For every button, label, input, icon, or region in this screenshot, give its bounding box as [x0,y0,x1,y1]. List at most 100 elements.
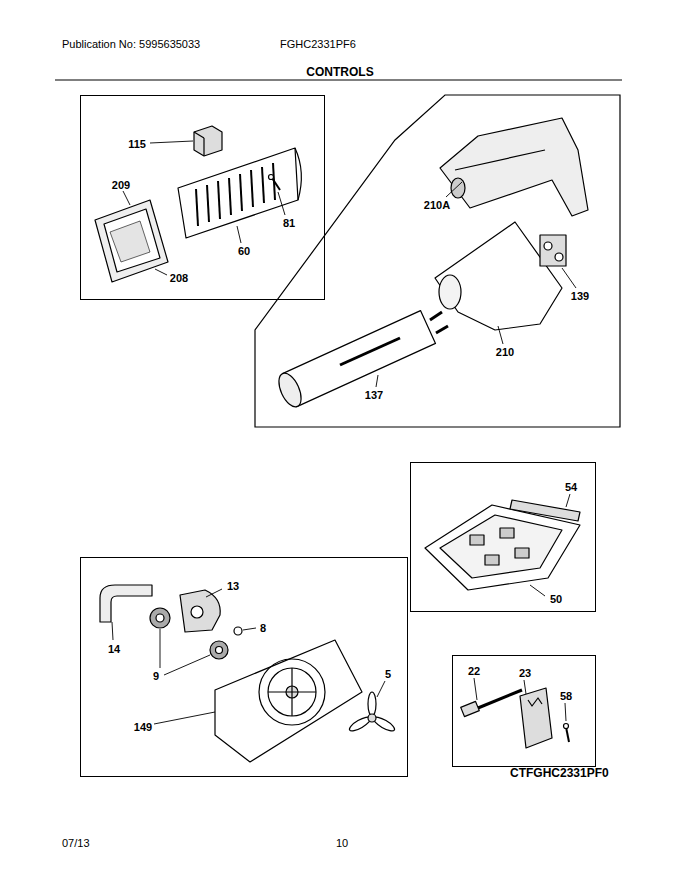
sensor-wire [478,690,522,708]
callout-number: 210 [495,346,515,359]
callout-number: 58 [559,690,573,703]
callout-number: 115 [127,138,147,151]
leader-line [164,655,210,675]
grommet [210,641,228,659]
filter-pin [436,326,448,333]
header-text: Publication No: 5995635033 [62,39,200,50]
terminal [485,555,499,565]
footer-text: 10 [336,838,348,849]
leader-line [154,712,215,724]
callout-number: 13 [226,580,240,593]
valve-port [555,253,563,261]
callout-number: 5 [384,668,392,681]
callout-number: 9 [152,670,160,683]
header-rule [55,79,622,80]
leader-line [243,628,256,630]
grommet [150,608,170,628]
leader-line [498,326,503,344]
terminal [515,548,529,558]
leader-line [530,585,545,596]
louvered-housing [178,148,298,238]
shroud-spoke [291,668,292,716]
housing-port [451,178,465,198]
figure-code: CTFGHC2331PF0 [510,767,609,779]
terminal [470,535,484,545]
leader-line [376,375,378,387]
parts-panel: 22 23 58 [452,655,596,767]
leader-line [150,141,193,143]
parts-panel: 1152098160208 [80,95,325,300]
panel-outline-path [255,95,620,427]
filter-frame [95,200,168,282]
filter-media [110,221,150,262]
control-knob [194,126,222,156]
slat [196,189,198,226]
callout-number: 137 [364,389,384,402]
slat [240,174,242,211]
leader-line [562,268,576,288]
leader-line [237,226,241,243]
housing-slats [196,163,275,226]
tape-strip [510,500,580,521]
parts-panel: 54 50 [410,462,596,612]
parts-panel: 13 14 8 9 5 149 [80,557,408,777]
fan-shroud [215,640,362,762]
callout-number: 23 [518,667,532,680]
leader-line [377,681,385,697]
knob-edge [203,138,204,156]
callout-number: 208 [169,272,189,285]
leader-line [155,269,167,275]
callout-number: 210A [423,199,451,212]
screw-head [269,175,274,180]
fan-blade [368,692,376,716]
filter-rib [340,338,400,365]
shroud-ring [259,659,325,725]
callout-number: 22 [467,665,481,678]
valve-port [544,242,552,250]
filter-cap [274,370,305,410]
leader-line [112,622,113,640]
leader-line [446,182,462,197]
leader-line [524,680,526,694]
shroud-ring [268,668,316,716]
callout-number: 8 [259,622,267,635]
slat [262,167,264,203]
grommet-hole [156,614,164,622]
parts-panel: 210A 139 210 137 [255,95,620,427]
terminal [500,528,514,538]
leader-line [566,494,570,507]
sensor-bracket [520,688,552,748]
leader-line [206,589,222,597]
bypass-valve [540,235,566,266]
callout-number: 54 [564,481,578,494]
filter-frame-inner [104,209,160,272]
leader-lines [112,141,576,724]
slat [207,185,209,222]
bracket-teeth [528,698,542,706]
grommet-hole [216,647,223,654]
filter-pin [430,312,442,320]
screw [566,727,569,742]
leader-line [474,678,477,700]
fan-hub [368,714,376,722]
slat [229,178,231,215]
housing-edge [455,150,545,170]
screw-head [564,724,569,729]
slat [251,170,253,207]
screw [272,178,280,190]
callout-number: 149 [133,721,153,734]
callout-number: 50 [549,593,563,606]
leader-line [565,703,566,721]
water-filter [283,311,436,407]
callout-number: 14 [107,643,121,656]
housing-opening [439,275,461,309]
washer [234,627,242,635]
callout-number: 60 [237,245,251,258]
callout-number: 81 [282,217,296,230]
callout-number: 139 [570,290,590,303]
leader-line [278,192,285,215]
leader-line [160,629,161,668]
motor-shaft [191,606,203,618]
